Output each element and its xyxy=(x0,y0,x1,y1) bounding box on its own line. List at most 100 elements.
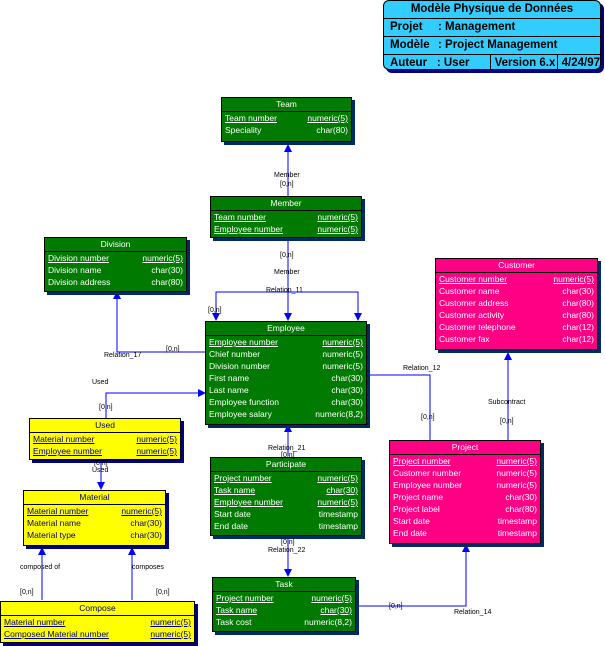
label-composed-of-card: [0,n] xyxy=(20,589,34,596)
attribute-name: Speciality xyxy=(225,125,262,135)
attribute-type: numeric(5) xyxy=(317,224,358,234)
label-relation-11: Relation_11 xyxy=(266,287,303,294)
label-composes: composes xyxy=(132,564,164,571)
label-rel21-card: [0,n] xyxy=(281,452,295,459)
attribute-name: Division number xyxy=(209,361,270,371)
title-value-author: : User xyxy=(436,57,470,69)
attribute-name: Material number xyxy=(4,617,66,627)
title-key-model: Modèle xyxy=(390,39,430,51)
label-member-card2: [0,n] xyxy=(280,252,294,259)
link-relation-11-left xyxy=(212,291,288,321)
label-used-card: [0,n] xyxy=(99,404,113,411)
entity-task-name: Task xyxy=(213,578,355,592)
label-relation-21: Relation_21 xyxy=(268,445,306,452)
attribute-type: numeric(5) xyxy=(322,349,363,359)
attribute-name: Team number xyxy=(225,113,277,123)
attribute-name: Project number xyxy=(393,456,451,466)
label-relation-12: Relation_12 xyxy=(403,365,441,372)
attribute-row[interactable]: Material number numeric(5) xyxy=(4,616,191,628)
attribute-type: char(30) xyxy=(331,373,363,383)
attribute-row[interactable]: Project number numeric(5) xyxy=(393,455,537,467)
label-used-card2: [0,n] xyxy=(94,460,108,467)
attribute-type: numeric(5) xyxy=(121,506,162,516)
title-row-author: Auteur : User Version 6.x 4/24/97 xyxy=(384,54,600,69)
label-used-role2: Used xyxy=(92,467,109,474)
link-relation-12 xyxy=(344,371,431,440)
attribute-name: Employee number xyxy=(214,497,283,507)
label-rel12-card: [0,n] xyxy=(421,414,435,421)
attribute-type: timestamp xyxy=(497,528,537,538)
model-title: Modèle Physique de Données xyxy=(410,3,574,15)
attribute-name: Task name xyxy=(216,605,258,615)
attribute-type: numeric(5) xyxy=(496,456,537,466)
attribute-name: End date xyxy=(214,521,249,531)
attribute-type: numeric(5) xyxy=(317,497,358,507)
attribute-name: Composed Material number xyxy=(4,629,109,639)
attribute-name: Material number xyxy=(33,434,95,444)
attribute-name: Material number xyxy=(27,506,89,516)
label-rel14-card: [0,n] xyxy=(389,603,403,610)
attribute-row[interactable]: Employee number numeric(5) xyxy=(214,496,358,508)
attribute-type: numeric(5) xyxy=(150,617,191,627)
attribute-row[interactable]: Material number numeric(5) xyxy=(27,505,162,517)
attribute-name: Division address xyxy=(48,277,111,287)
attribute-name: Material name xyxy=(27,518,81,528)
attribute-name: Project number xyxy=(216,593,274,603)
link-relation-17 xyxy=(113,291,205,353)
attribute-name: First name xyxy=(209,373,250,383)
attribute-row[interactable]: First name char(30) xyxy=(209,372,363,384)
link-relation-14 xyxy=(358,544,470,607)
